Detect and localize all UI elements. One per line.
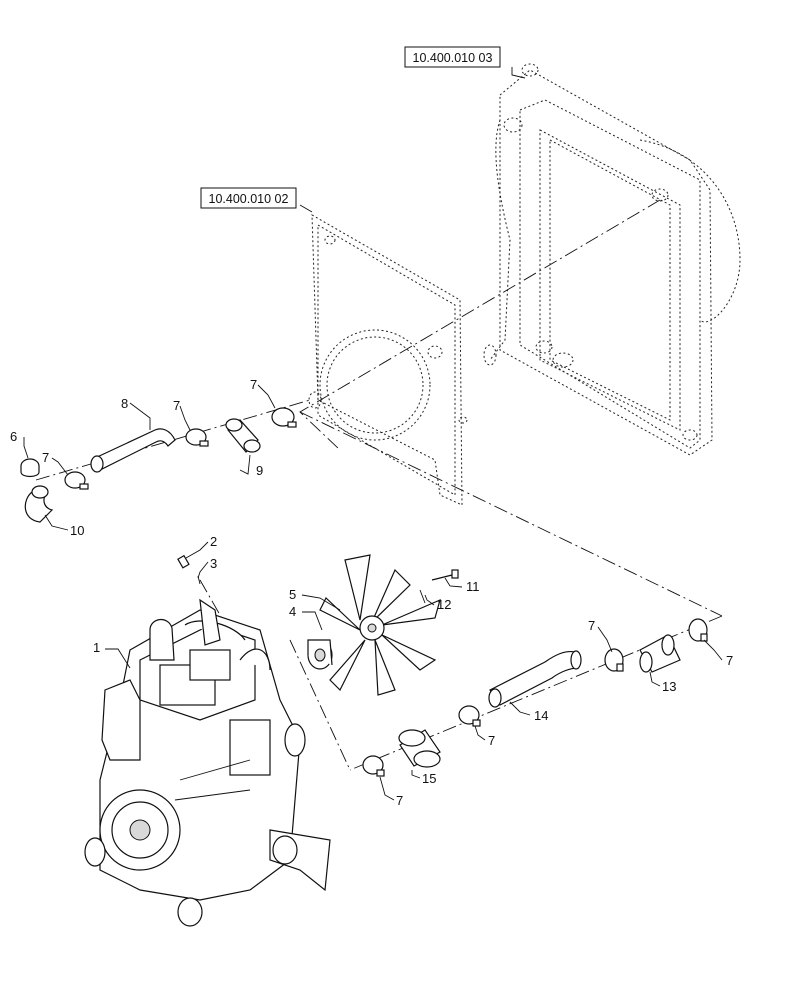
- fan: [319, 554, 441, 696]
- engine-assembly: [84, 598, 331, 927]
- callout-7-d: 7: [588, 618, 595, 633]
- callout-labels: 1 2 3 4 5 6 7 7 7 7 7 7 7 8 9 10 11 12 1…: [10, 377, 733, 808]
- lower-hose: [488, 650, 582, 708]
- reference-label-upper: 10.400.010 03: [413, 51, 493, 65]
- callout-7-f: 7: [488, 733, 495, 748]
- hose-clamp-f: [458, 705, 481, 727]
- upper-hose: [90, 428, 176, 473]
- leader-lines: [23, 67, 723, 801]
- callout-11: 11: [466, 579, 480, 594]
- reference-box-lower[interactable]: 10.400.010 02: [200, 187, 297, 209]
- reference-box-upper[interactable]: 10.400.010 03: [404, 46, 501, 68]
- lower-sleeve: [398, 729, 441, 768]
- fan-shroud: [308, 214, 468, 506]
- callout-7-g: 7: [396, 793, 403, 808]
- callout-15: 15: [422, 771, 436, 786]
- hose-clamp-b: [185, 428, 209, 447]
- hose-clamp-g: [362, 755, 385, 777]
- callout-8: 8: [121, 396, 128, 411]
- callout-7-e: 7: [726, 653, 733, 668]
- hose-clamp-c: [271, 407, 297, 428]
- callout-14: 14: [534, 708, 548, 723]
- hose-clamp-a: [64, 471, 89, 490]
- callout-5: 5: [289, 587, 296, 602]
- fan-spacer: [307, 639, 333, 670]
- callout-9: 9: [256, 463, 263, 478]
- hose-clamp-d: [604, 648, 624, 672]
- elbow-hose: [24, 485, 54, 523]
- sleeve-hose: [639, 634, 681, 673]
- callout-12: 12: [437, 597, 451, 612]
- reference-label-lower: 10.400.010 02: [209, 192, 289, 206]
- cap: [20, 458, 40, 478]
- callout-7-c: 7: [250, 377, 257, 392]
- callout-6: 6: [10, 429, 17, 444]
- hose-clamp-e: [688, 618, 708, 642]
- fan-bolt-11: [431, 569, 459, 581]
- callout-2: 2: [210, 534, 217, 549]
- callout-1: 1: [93, 640, 100, 655]
- bolt-2: [177, 554, 190, 569]
- callout-4: 4: [289, 604, 296, 619]
- callout-13: 13: [662, 679, 676, 694]
- fan-washer-12: [419, 589, 426, 604]
- hose-sleeve: [225, 418, 261, 453]
- callout-10: 10: [70, 523, 84, 538]
- callout-7-b: 7: [173, 398, 180, 413]
- callout-3: 3: [210, 556, 217, 571]
- radiator-assembly: [483, 63, 741, 456]
- callout-7-a: 7: [42, 450, 49, 465]
